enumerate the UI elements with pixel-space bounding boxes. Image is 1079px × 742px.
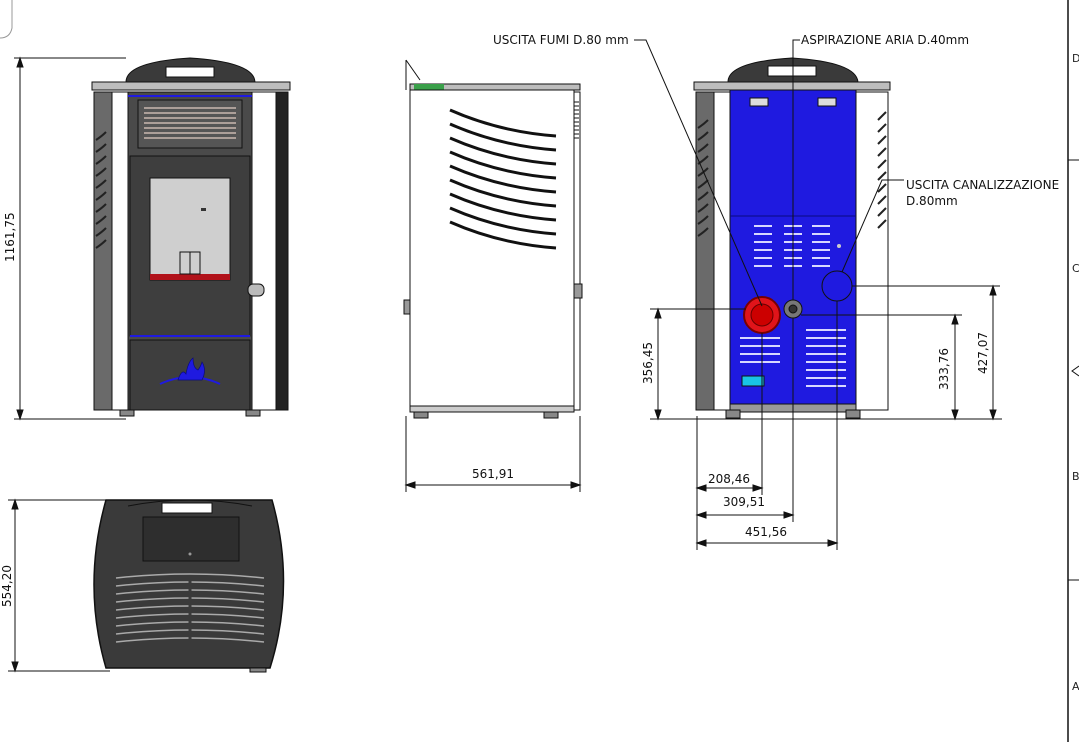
dim-aria-offset-label: 309,51 xyxy=(723,495,765,509)
flame-logo-icon xyxy=(177,357,205,381)
callout-uscita-canalizzazione-line1: USCITA CANALIZZAZIONE xyxy=(906,178,1059,192)
front-side-slots xyxy=(95,131,107,249)
dim-fumi-offset-label: 208,46 xyxy=(708,472,750,486)
frame-letter-b: B xyxy=(1072,470,1079,483)
top-view xyxy=(93,499,285,673)
dim-back-heights xyxy=(650,284,1002,421)
back-view xyxy=(693,57,891,419)
dim-aria-height-label: 333,76 xyxy=(937,348,951,390)
side-view xyxy=(403,59,583,419)
dim-fumi-height-label: 356,45 xyxy=(641,342,655,384)
dim-side-depth xyxy=(404,416,582,492)
callout-uscita-fumi: USCITA FUMI D.80 mm xyxy=(493,33,629,47)
frame-letter-c: C xyxy=(1072,262,1079,275)
dim-total-height-label: 1161,75 xyxy=(3,212,17,262)
dim-canal-height-label: 427,07 xyxy=(976,332,990,374)
dim-side-depth-label: 561,91 xyxy=(472,467,514,481)
callout-aspirazione-aria: ASPIRAZIONE ARIA D.40mm xyxy=(801,33,969,47)
dim-top-depth xyxy=(8,498,110,673)
side-vent-slots xyxy=(449,108,557,250)
dim-total-height xyxy=(14,56,126,421)
front-view xyxy=(91,57,291,417)
callout-uscita-canalizzazione-line2: D.80mm xyxy=(906,194,958,208)
dim-top-depth-label: 554,20 xyxy=(0,565,14,607)
frame-letter-a: A xyxy=(1072,680,1079,693)
callout-leaders xyxy=(634,39,904,307)
dim-canal-offset-label: 451,56 xyxy=(745,525,787,539)
dim-back-offsets xyxy=(695,301,839,550)
frame-letter-d: D xyxy=(1072,52,1079,65)
